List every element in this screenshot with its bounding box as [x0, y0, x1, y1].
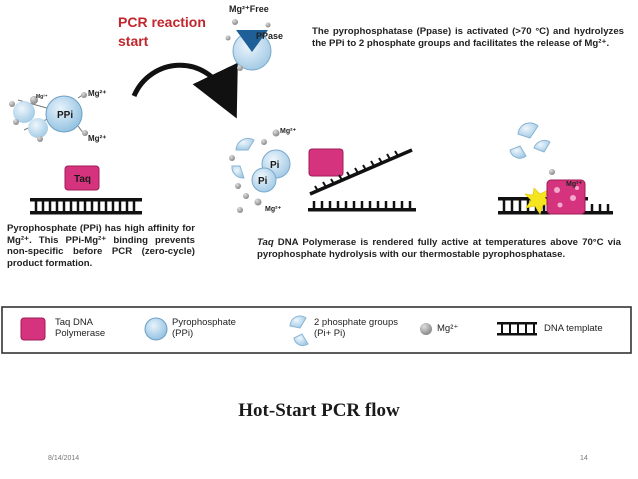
- taq-polymerase-block: [64, 165, 100, 191]
- pi-label-2: Pi: [258, 176, 268, 187]
- mg-free-label: Mg²⁺Free: [229, 4, 269, 14]
- legend-mg-swatch: [420, 323, 432, 335]
- mg-label-left-bottom: Mg²⁺: [88, 134, 106, 143]
- legend-label-dna: DNA template: [544, 323, 603, 334]
- mg-label-small: Mg²⁺: [36, 94, 48, 100]
- ppase-description: The pyrophosphatase (Ppase) is activated…: [312, 26, 624, 49]
- legend-label-mg: Mg²⁺: [437, 323, 459, 334]
- legend-dna-swatch: [497, 322, 537, 336]
- legend-ppi-swatch: [144, 317, 168, 341]
- slide-caption: Hot-Start PCR flow: [238, 400, 400, 421]
- legend-taq-swatch: [20, 317, 46, 341]
- reaction-arrow: [131, 62, 238, 119]
- pcr-start-label-line1: PCR reaction: [118, 14, 206, 30]
- pcr-start-label-line2: start: [118, 33, 149, 49]
- legend-label-taq: Taq DNA Polymerase: [55, 317, 106, 339]
- taq-polymerase-active: [546, 179, 586, 215]
- ppase-enzyme: [225, 19, 272, 71]
- middle-description-lead: Taq: [257, 237, 274, 248]
- left-panel-description: Pyrophosphate (PPi) has high affinity fo…: [7, 223, 195, 269]
- middle-description-body: DNA Polymerase is rendered fully active …: [257, 237, 621, 260]
- ppi-mg-complex: [9, 92, 88, 142]
- dna-template-middle: [308, 148, 416, 212]
- legend-label-phosphate: 2 phosphate groups (Pi+ Pi): [314, 317, 398, 339]
- mg-label-middle-top: Mg²⁺: [280, 128, 296, 135]
- phosphate-fragments-right: [509, 122, 555, 175]
- slide-date: 8/14/2014: [48, 455, 80, 462]
- taq-polymerase-free: [308, 148, 344, 177]
- phosphate-release-group: [229, 129, 291, 213]
- pi-label-1: Pi: [270, 160, 280, 171]
- dna-template-left: [30, 198, 142, 215]
- taq-label: Taq: [74, 174, 91, 185]
- legend-label-ppi: Pyrophosphate (PPi): [172, 317, 236, 339]
- mg-label-middle-bottom: Mg²⁺: [265, 206, 281, 213]
- ppase-label: PPase: [256, 31, 283, 41]
- middle-panel-description: Taq DNA Polymerase is rendered fully act…: [257, 237, 621, 260]
- mg-label-right: Mg²⁺: [566, 181, 582, 188]
- ppi-label: PPi: [57, 110, 73, 121]
- mg-label-left-top: Mg²⁺: [88, 89, 106, 98]
- legend-phosphate-swatch: [289, 315, 309, 347]
- slide-page-number: 14: [580, 455, 588, 462]
